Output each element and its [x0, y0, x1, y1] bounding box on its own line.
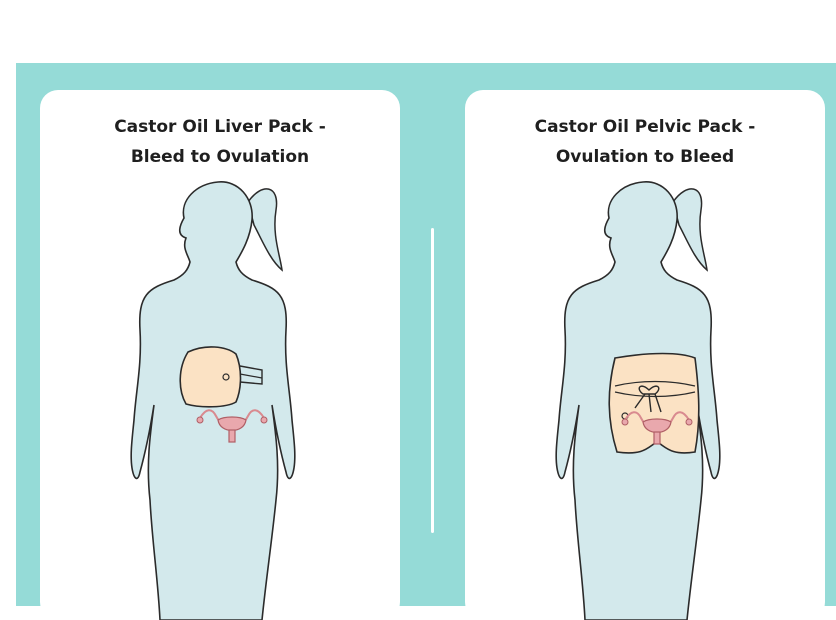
pelvic-pack-body-illustration — [465, 90, 825, 620]
liver-pack-body-illustration — [40, 90, 400, 620]
liver-pack — [180, 347, 240, 407]
ponytail — [248, 189, 282, 270]
liver-pack-card: Castor Oil Liver Pack - Bleed to Ovulati… — [40, 90, 400, 620]
pelvic-pack-card: Castor Oil Pelvic Pack - Ovulation to Bl… — [465, 90, 825, 620]
divider-line — [431, 228, 434, 533]
ponytail — [673, 189, 707, 270]
